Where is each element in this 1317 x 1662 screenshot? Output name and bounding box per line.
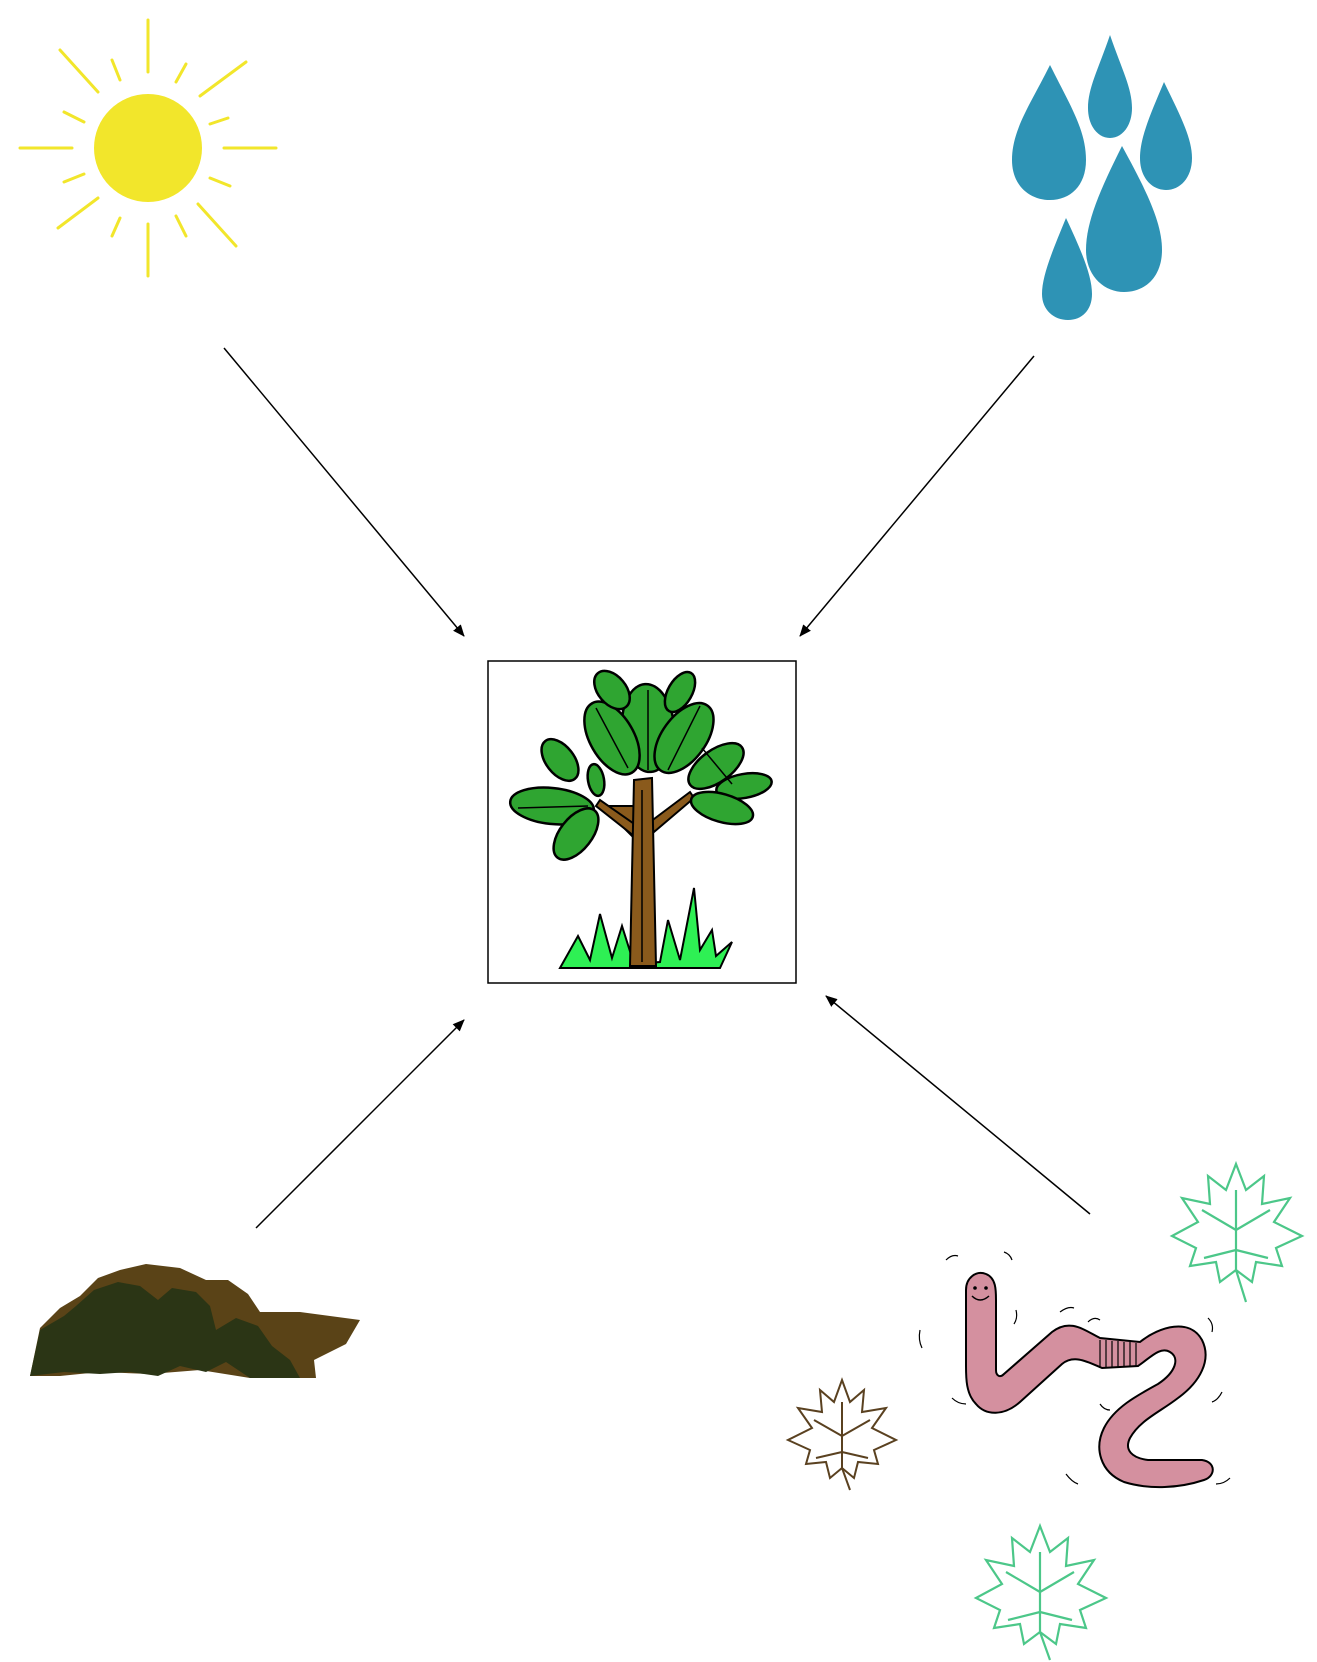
soil-icon [30,1264,360,1378]
arrow-rain-to-tree [800,356,1034,636]
maple-leaf-icon [976,1526,1106,1660]
arrow-worm-to-tree [826,996,1090,1214]
raindrops-icon [1012,35,1192,320]
sun-icon [20,20,276,276]
arrow-sun-to-tree [224,348,464,636]
earthworm-icon [919,1252,1230,1487]
maple-leaf-icon [788,1380,896,1490]
maple-leaf-icon [1172,1164,1302,1302]
arrow-soil-to-tree [256,1020,464,1228]
